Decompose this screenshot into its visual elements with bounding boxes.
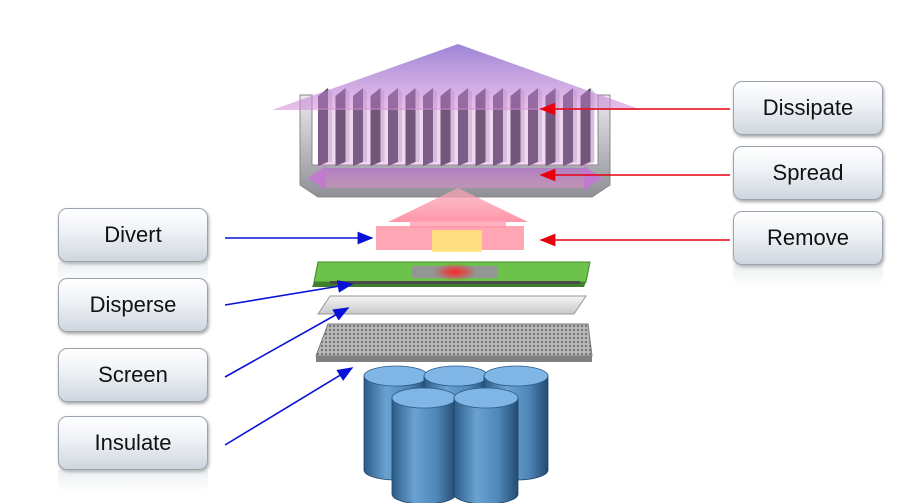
insulation-cylinder-body [453, 397, 519, 503]
mesh-screen-layer [315, 323, 593, 362]
screen-arrow [224, 307, 350, 378]
insulation-cylinder-body [391, 397, 457, 503]
label-remove: Remove [733, 211, 883, 265]
label-remove-reflection [733, 265, 883, 287]
label-disperse: Disperse [58, 278, 208, 332]
insulation-cylinder [453, 387, 519, 503]
insulation-cylinder [391, 387, 457, 503]
insulation-cylinder-top [391, 387, 457, 409]
spreader-sheet [317, 295, 587, 315]
label-spread: Spread [733, 146, 883, 200]
insulation-cylinder-top [423, 365, 489, 387]
disperse-arrow [224, 280, 354, 306]
remove-heat-arrow [376, 188, 528, 252]
insulation-cylinders [363, 365, 549, 503]
label-divert: Divert [58, 208, 208, 262]
spread-heat-arrow [308, 166, 602, 190]
label-insulate-reflection [58, 470, 208, 492]
dissipate-heat-glow [318, 108, 594, 166]
insulation-cylinder-top [363, 365, 429, 387]
label-dissipate: Dissipate [733, 81, 883, 135]
insulation-cylinder-top [453, 387, 519, 409]
label-screen: Screen [58, 348, 208, 402]
insulate-arrow [224, 367, 354, 446]
dissipate-heat-cone [272, 44, 642, 110]
label-insulate: Insulate [58, 416, 208, 470]
pcb-layer [312, 261, 591, 287]
insulation-cylinder-top [483, 365, 549, 387]
